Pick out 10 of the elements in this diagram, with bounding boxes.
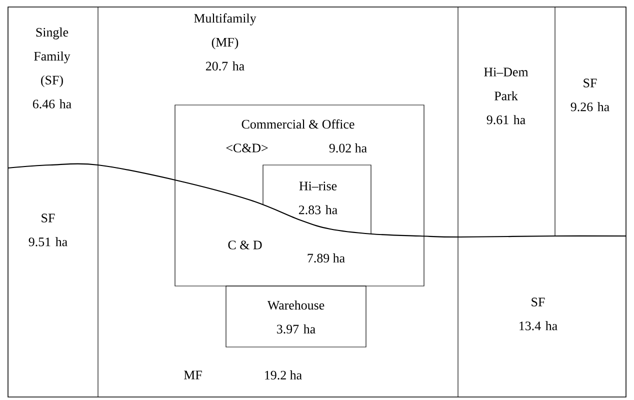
hi-rise-box: Hi–rise 2.83 ha — [262, 164, 372, 234]
area-label: 19.2 ha — [265, 370, 302, 380]
area-label: Hi–Dem Park 9.61 ha — [484, 68, 528, 124]
area-label: Multifamily (MF) 20.7 ha — [194, 13, 256, 71]
area-label: SF 9.26 ha — [570, 78, 610, 112]
warehouse-box: Warehouse 3.97 ha — [226, 286, 366, 348]
area-label: SF 9.51 ha — [28, 214, 68, 246]
area-label: SF 13.4 ha — [520, 298, 558, 330]
area-label: Single Family (SF) 6.46 ha — [32, 28, 72, 108]
area-label: MF — [184, 370, 202, 380]
